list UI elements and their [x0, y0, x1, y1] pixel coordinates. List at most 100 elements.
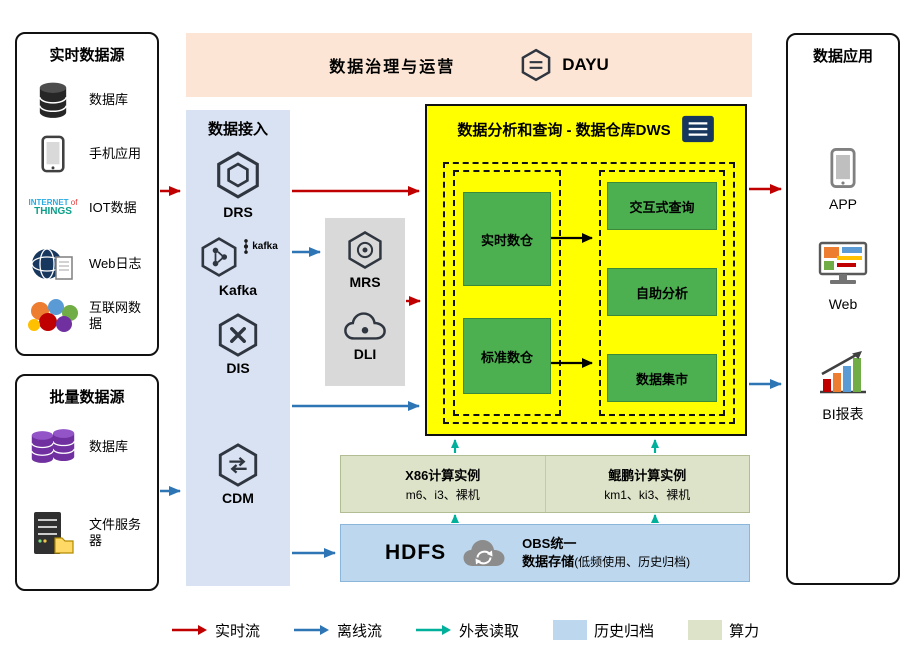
- obs-storage-text: OBS统一 数据存储(低频使用、历史归档): [522, 535, 690, 570]
- app-item-label: APP: [828, 196, 857, 212]
- source-item-mobile-app: 手机应用: [25, 128, 153, 180]
- drs-label: DRS: [223, 204, 253, 220]
- legend-item-history-archive: 历史归档: [553, 620, 654, 641]
- dws-outer-dashed-group: [443, 162, 735, 424]
- batch-sources-panel: 批量数据源 数据库 文件服务器: [15, 374, 159, 591]
- external-read-arrow-icon: [416, 625, 452, 635]
- realtime-flow-arrow-icon: [172, 625, 207, 635]
- kunpeng-compute-cell: 鲲鹏计算实例 km1、ki3、裸机: [546, 456, 750, 512]
- x86-compute-subtitle: m6、i3、裸机: [405, 488, 480, 502]
- standard-warehouse-label: 标准数仓: [480, 349, 533, 365]
- self-service-analysis-label: 自助分析: [635, 285, 688, 301]
- iot-word-1: INTERNET: [28, 197, 69, 207]
- dayu-label: DAYU: [562, 55, 609, 74]
- data-applications-title: 数据应用: [812, 48, 873, 65]
- source-item-file-server: 文件服务器: [25, 498, 153, 568]
- legend-label: 离线流: [337, 622, 383, 640]
- legend-item-realtime-flow: 实时流: [172, 620, 260, 641]
- compute-power-swatch: [688, 620, 723, 640]
- legend-label: 算力: [729, 622, 760, 640]
- data-mart-label: 数据集市: [635, 371, 688, 387]
- dli-node: [325, 310, 405, 342]
- dws-title-row: 数据分析和查询 - 数据仓库DWS: [427, 115, 745, 143]
- dli-label: DLI: [353, 346, 377, 362]
- source-item-label: 互联网数据: [89, 299, 142, 331]
- realtime-warehouse-box: 实时数仓: [463, 192, 551, 286]
- storage-strip: HDFS OBS统一 数据存储(低频使用、历史归档): [340, 524, 750, 582]
- source-item-label: 数据库: [89, 91, 129, 107]
- source-item-database: 数据库: [25, 74, 153, 126]
- dis-node: [186, 312, 290, 358]
- legend: 实时流 离线流 外表读取 历史归档 算力: [172, 612, 759, 648]
- obs-line1: OBS统一: [522, 536, 577, 552]
- dayu-logo: DAYU: [519, 48, 609, 82]
- source-item-label: 文件服务器: [89, 516, 142, 548]
- source-item-label: Web日志: [89, 255, 142, 271]
- file-server-icon: [25, 510, 81, 556]
- self-service-analysis-box: 自助分析: [607, 268, 717, 316]
- interactive-query-label: 交互式查询: [629, 199, 695, 215]
- dayu-icon: [521, 48, 551, 82]
- data-applications-panel: 数据应用 APP Web BI报表: [786, 33, 900, 585]
- kafka-logo-icon: [244, 239, 249, 254]
- kafka-hexagon-icon: [201, 237, 237, 277]
- batch-sources-title: 批量数据源: [49, 389, 125, 406]
- data-ingest-title: 数据接入: [207, 121, 268, 138]
- legend-item-offline-flow: 离线流: [294, 620, 382, 641]
- realtime-sources-title: 实时数据源: [49, 47, 125, 64]
- cdm-icon: [218, 443, 258, 487]
- app-item-bi-report: BI报表: [788, 347, 898, 424]
- dws-services-dashed-group: [599, 170, 725, 416]
- realtime-warehouse-label: 实时数仓: [480, 232, 533, 248]
- dis-icon: [218, 313, 258, 357]
- obs-note: (低频使用、历史归档): [574, 555, 691, 569]
- obs-cloud-icon: [463, 540, 505, 566]
- offline-flow-arrow-icon: [294, 625, 330, 635]
- app-item-app: APP: [788, 147, 898, 212]
- x86-compute-title: X86计算实例: [405, 468, 481, 483]
- source-item-label: IOT数据: [89, 199, 137, 215]
- interactive-query-box: 交互式查询: [607, 182, 717, 230]
- compute-instances-strip: X86计算实例 m6、i3、裸机 鲲鹏计算实例 km1、ki3、裸机: [340, 455, 750, 513]
- app-item-label: BI报表: [822, 406, 864, 422]
- app-phone-icon: [830, 148, 856, 188]
- dws-document-icon: [681, 115, 714, 143]
- kafka-wordmark: kafka: [242, 238, 278, 255]
- iot-word-3: THINGS: [34, 205, 72, 217]
- history-archive-swatch: [553, 620, 588, 640]
- iot-icon: INTERNET of THINGS: [25, 197, 81, 218]
- kafka-label: Kafka: [218, 282, 258, 298]
- mrs-icon: [348, 231, 382, 269]
- kunpeng-compute-subtitle: km1、ki3、裸机: [604, 488, 691, 502]
- x86-compute-cell: X86计算实例 m6、i3、裸机: [341, 456, 546, 512]
- cdm-node: [186, 442, 290, 488]
- legend-item-compute-power: 算力: [688, 620, 759, 641]
- database-icon: [25, 80, 81, 120]
- middleware-panel: MRS DLI: [325, 218, 405, 386]
- cdm-label: CDM: [222, 490, 254, 506]
- app-item-web: Web: [788, 241, 898, 312]
- governance-banner: 数据治理与运营 DAYU: [186, 33, 752, 97]
- hdfs-label: HDFS: [385, 541, 447, 564]
- mobile-app-icon: [25, 134, 81, 174]
- realtime-sources-panel: 实时数据源 数据库 手机应用 INTERNET of THINGS IOT数据: [15, 32, 159, 356]
- dws-warehouse-dashed-group: [453, 170, 561, 416]
- legend-label: 实时流: [215, 622, 261, 640]
- obs-line2: 数据存储: [522, 554, 575, 569]
- data-ingest-panel: 数据接入 DRS kafka Kafka DIS CDM: [186, 110, 290, 586]
- kunpeng-compute-title: 鲲鹏计算实例: [608, 468, 687, 483]
- kafka-logo-text: kafka: [252, 241, 278, 252]
- iot-word-2: of: [70, 197, 78, 207]
- app-item-label: Web: [828, 296, 858, 312]
- source-item-web-log: Web日志: [25, 238, 153, 290]
- bi-report-icon: [820, 351, 866, 394]
- source-item-internet-data: 互联网数据: [25, 290, 153, 342]
- dws-title: 数据分析和查询 - 数据仓库DWS: [457, 121, 671, 139]
- mrs-label: MRS: [349, 274, 381, 290]
- dli-icon: [344, 312, 386, 340]
- standard-warehouse-box: 标准数仓: [463, 318, 551, 394]
- web-log-icon: [25, 245, 81, 283]
- web-monitor-icon: [818, 241, 868, 284]
- legend-label: 外表读取: [459, 622, 520, 640]
- dis-label: DIS: [226, 360, 250, 376]
